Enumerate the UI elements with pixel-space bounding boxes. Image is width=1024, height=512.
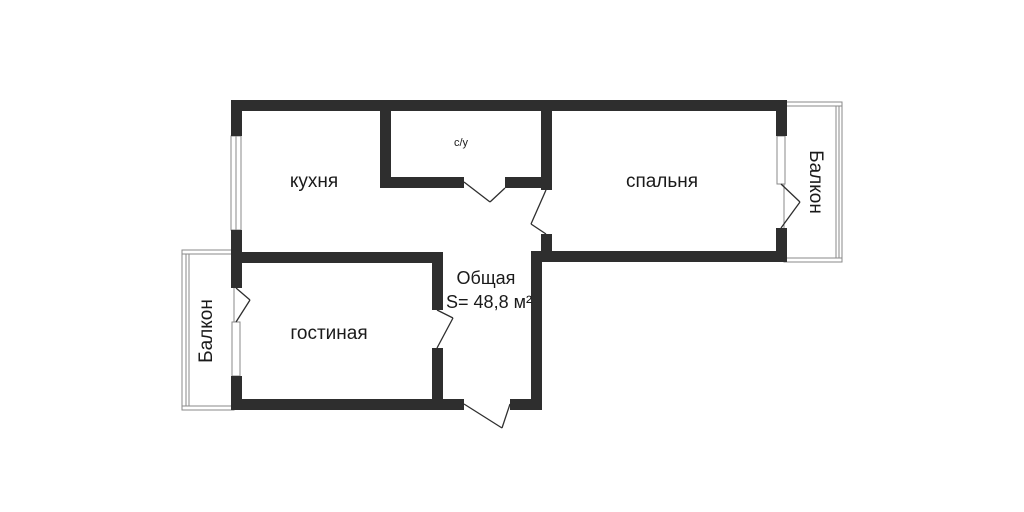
area-title: Общая [457, 268, 516, 288]
bedroom-label: спальня [626, 171, 698, 192]
area-value: S= 48,8 м² [446, 292, 532, 312]
left-balcony [181, 249, 241, 411]
right-balcony-label: Балкон [805, 150, 826, 214]
living-room-label: гостиная [290, 323, 367, 344]
walls [231, 100, 787, 410]
left-balcony-label: Балкон [196, 299, 217, 363]
doors [235, 181, 801, 429]
bathroom-label: с/у [454, 137, 469, 149]
kitchen-window [230, 135, 242, 231]
kitchen-label: кухня [290, 171, 338, 192]
right-balcony [776, 101, 843, 263]
